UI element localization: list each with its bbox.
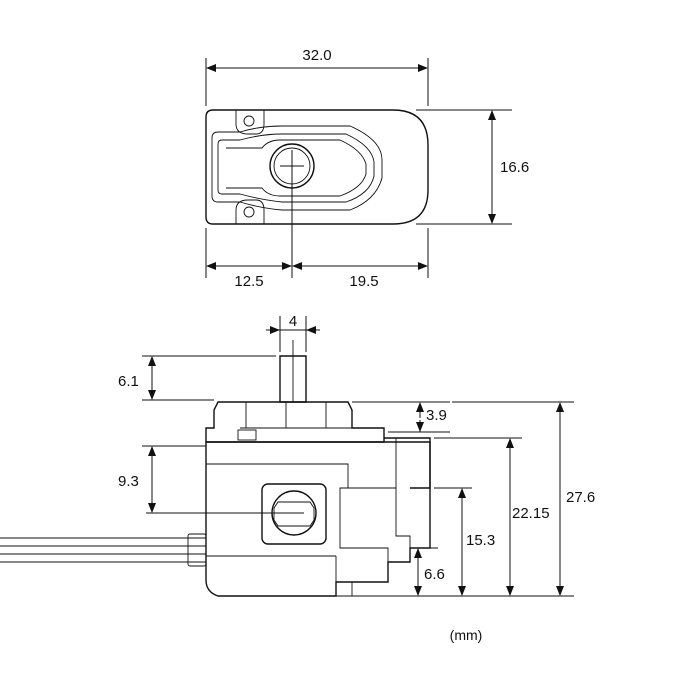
side-main-body — [205, 441, 431, 597]
side-93-arrow-down — [148, 503, 156, 513]
side-axis-height-label: 9.3 — [118, 473, 139, 490]
side-right-block — [384, 437, 431, 489]
top-mount-hole-top — [243, 115, 255, 127]
top-dim-height-arrow-down — [488, 214, 496, 224]
top-inner-contour-inner — [217, 133, 375, 203]
side-2215-arrow-up — [506, 438, 514, 448]
lead-wires — [0, 533, 207, 567]
side-61-arrow-up — [148, 356, 156, 366]
top-dim-left-arrow-a — [206, 262, 216, 270]
side-276-arrow-down — [556, 586, 564, 596]
side-66-arrow-down — [414, 586, 422, 596]
top-mount-ear-bottom — [235, 199, 265, 224]
side-153-arrow-down — [458, 586, 466, 596]
side-39-arrow-down — [416, 422, 424, 432]
top-width-label: 32.0 — [302, 47, 331, 64]
side-276-arrow-up — [556, 402, 564, 412]
side-shaft-dim-arrow-a — [270, 326, 280, 334]
side-internal-channel — [206, 463, 389, 562]
side-cap-tab — [237, 429, 257, 441]
side-93-arrow-up — [148, 446, 156, 456]
top-dim-right-arrow-b — [418, 262, 428, 270]
top-dim-width-arrow-right — [418, 64, 428, 72]
side-66-arrow-up — [414, 548, 422, 558]
side-39-arrow-up — [416, 402, 424, 412]
side-bushing-dflat — [273, 501, 315, 527]
top-mount-ear-top — [235, 110, 265, 135]
top-mount-hole-bottom — [243, 206, 255, 218]
top-right-offset-label: 19.5 — [349, 273, 378, 290]
side-step-label: 3.9 — [426, 407, 447, 424]
side-total-height-label: 27.6 — [566, 489, 595, 506]
side-foot-height-label: 6.6 — [424, 566, 445, 583]
top-housing-outline — [205, 109, 429, 225]
side-bushing-outer — [261, 483, 327, 545]
top-dim-width-arrow-left — [206, 64, 216, 72]
top-inner-contour-mid — [226, 139, 367, 197]
top-view: 32.0 16.6 12.5 19.5 — [205, 47, 529, 290]
side-shaft-dim-arrow-b — [306, 326, 316, 334]
side-153-arrow-up — [458, 488, 466, 498]
side-axis-from-bottom-label: 15.3 — [466, 532, 495, 549]
top-dim-left-arrow-b — [282, 262, 292, 270]
side-shaft-width-label: 4 — [289, 313, 297, 330]
side-internal-step — [348, 487, 411, 548]
top-dim-height-arrow-up — [488, 110, 496, 120]
side-2215-arrow-down — [506, 586, 514, 596]
side-shaft-length-label: 6.1 — [118, 373, 139, 390]
side-61-arrow-down — [148, 390, 156, 400]
side-top-cap — [205, 401, 385, 443]
top-inner-contour-outer — [211, 125, 383, 211]
side-view: 4 6.1 9.3 3.9 27.6 22.15 — [0, 313, 595, 597]
lead-wire-grommet — [187, 533, 207, 567]
top-dim-right-arrow-a — [292, 262, 302, 270]
units-label: (mm) — [450, 627, 483, 643]
top-left-offset-label: 12.5 — [234, 273, 263, 290]
top-height-label: 16.6 — [500, 159, 529, 176]
side-body-height-label: 22.15 — [512, 505, 550, 522]
